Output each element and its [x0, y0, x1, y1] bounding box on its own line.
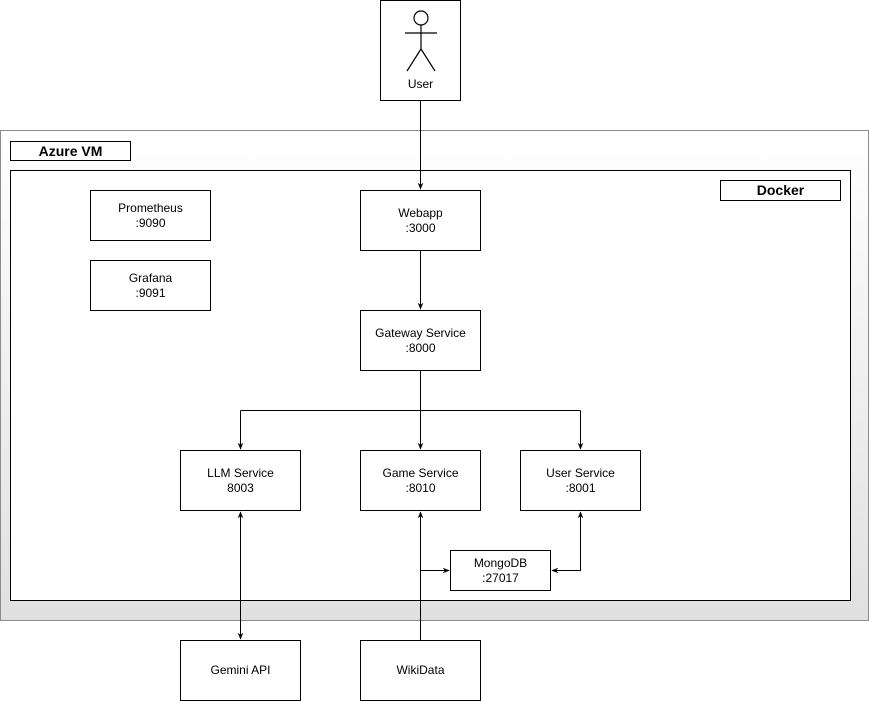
wikidata-name: WikiData: [396, 663, 445, 677]
user-service-node[interactable]: User Service :8001: [520, 450, 641, 511]
webapp-name: Webapp: [398, 205, 443, 220]
docker-label: Docker: [720, 180, 841, 201]
gemini-api-node[interactable]: Gemini API: [180, 640, 301, 701]
prometheus-node[interactable]: Prometheus :9090: [90, 190, 211, 241]
user-service-name: User Service: [546, 465, 615, 480]
gemini-api-name: Gemini API: [210, 663, 271, 677]
game-service-name: Game Service: [382, 465, 459, 480]
azure-vm-label: Azure VM: [10, 141, 131, 161]
llm-service-name: LLM Service: [207, 465, 274, 480]
gateway-service-port: :8000: [405, 340, 436, 355]
user-service-port: :8001: [565, 480, 596, 495]
game-service-port: :8010: [405, 480, 436, 495]
prometheus-port: :9090: [135, 215, 166, 230]
mongodb-name: MongoDB: [473, 555, 528, 570]
webapp-node[interactable]: Webapp :3000: [360, 190, 481, 251]
webapp-port: :3000: [405, 220, 436, 235]
stick-figure-icon: [405, 10, 437, 72]
grafana-node[interactable]: Grafana :9091: [90, 260, 211, 311]
mongodb-port: :27017: [482, 570, 519, 585]
user-actor[interactable]: User: [380, 0, 461, 101]
mongodb-node[interactable]: MongoDB :27017: [450, 550, 551, 591]
wikidata-node[interactable]: WikiData: [360, 640, 481, 701]
user-label: User: [407, 77, 434, 91]
gateway-service-name: Gateway Service: [375, 325, 466, 340]
grafana-name: Grafana: [128, 270, 173, 285]
game-service-node[interactable]: Game Service :8010: [360, 450, 481, 511]
llm-service-port: 8003: [227, 480, 254, 495]
prometheus-name: Prometheus: [118, 200, 183, 215]
llm-service-node[interactable]: LLM Service 8003: [180, 450, 301, 511]
grafana-port: :9091: [135, 285, 166, 300]
gateway-service-node[interactable]: Gateway Service :8000: [360, 310, 481, 371]
